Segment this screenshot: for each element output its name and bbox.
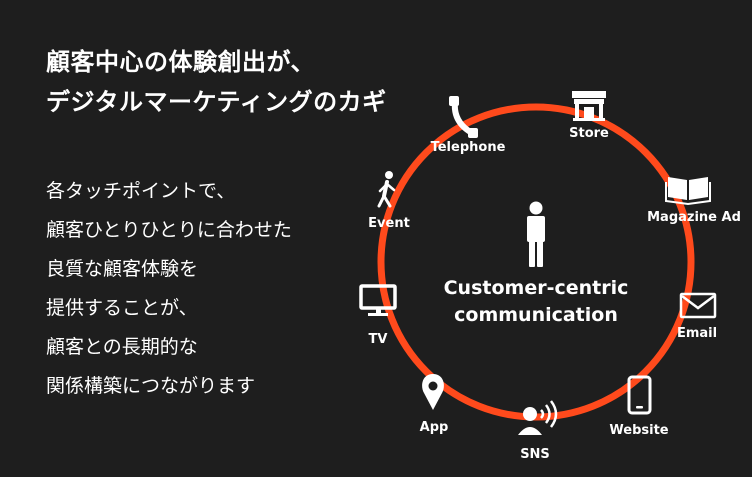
tv-label: TV xyxy=(369,332,388,347)
center-label-line-2: communication xyxy=(454,304,618,326)
event-label: Event xyxy=(368,216,410,231)
person-icon xyxy=(527,201,545,267)
app-label: App xyxy=(420,420,449,435)
store-icon xyxy=(572,91,606,121)
body-line: 顧客ひとりひとりに合わせた xyxy=(46,219,292,241)
email-label: Email xyxy=(677,326,717,341)
telephone-label: Telephone xyxy=(431,140,506,155)
headline: 顧客中心の体験創出が、 デジタルマーケティングのカギ xyxy=(46,42,387,122)
map-pin-icon xyxy=(422,374,444,410)
tv-icon xyxy=(359,284,397,316)
body-line: 各タッチポイントで、 xyxy=(46,180,236,202)
body-line: 顧客との長期的な xyxy=(46,336,198,358)
body-line: 提供することが、 xyxy=(46,297,198,319)
email-icon xyxy=(679,292,717,319)
magazine-icon xyxy=(665,177,711,206)
center-label-line-1: Customer-centric xyxy=(444,277,629,299)
sns-user-icon xyxy=(518,400,558,435)
headline-line-1: 顧客中心の体験創出が、 xyxy=(46,48,316,76)
magazine-label: Magazine Ad xyxy=(647,210,741,225)
walking-person-icon xyxy=(377,171,396,208)
headline-line-2: デジタルマーケティングのカギ xyxy=(46,88,387,116)
website-label: Website xyxy=(609,423,668,438)
body-text: 各タッチポイントで、 顧客ひとりひとりに合わせた 良質な顧客体験を 提供すること… xyxy=(46,172,292,406)
body-line: 関係構築につながります xyxy=(46,375,256,397)
smartphone-icon xyxy=(627,375,652,415)
touchpoint-ring xyxy=(377,103,695,421)
telephone-icon xyxy=(449,96,478,138)
sns-label: SNS xyxy=(520,447,550,462)
store-label: Store xyxy=(569,126,609,141)
body-line: 良質な顧客体験を xyxy=(46,258,199,280)
